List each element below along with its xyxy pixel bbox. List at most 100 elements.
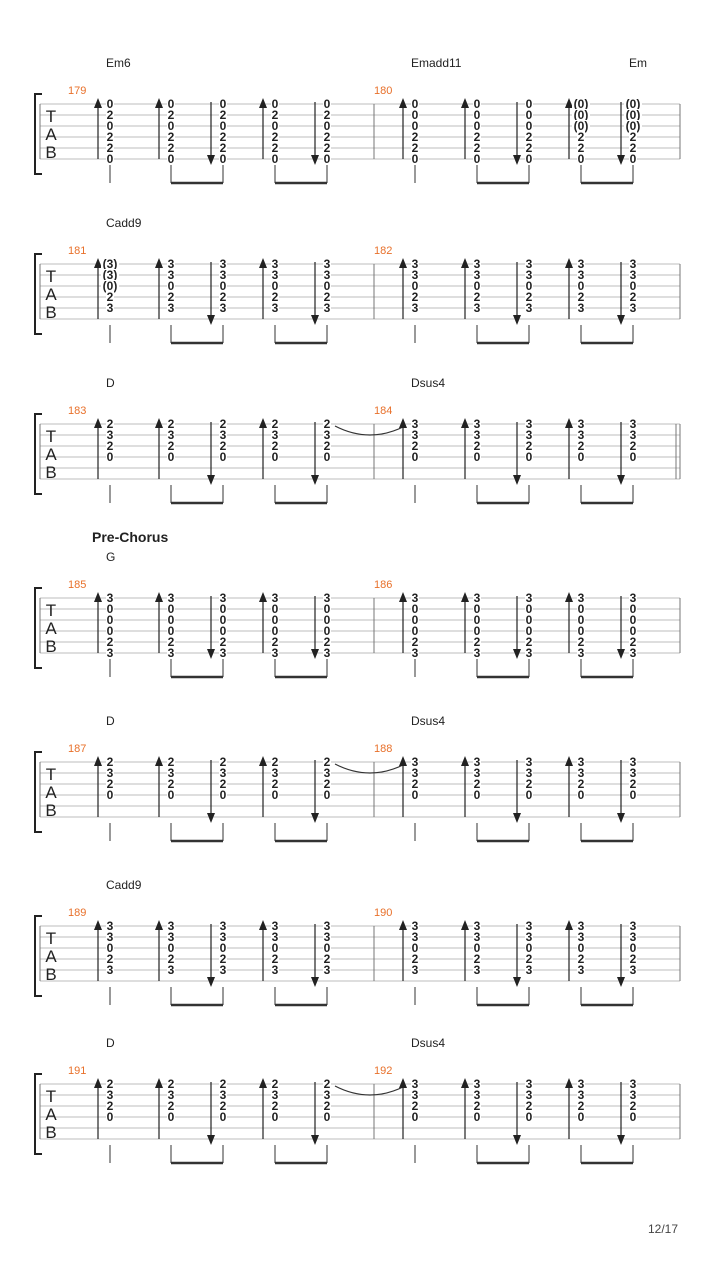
fret-background <box>219 98 227 109</box>
strum-down-arrowhead <box>617 649 625 659</box>
fret-background <box>106 451 114 462</box>
fret-background <box>411 258 419 269</box>
tab-clef-letter: A <box>45 619 57 638</box>
fret-background <box>167 131 175 142</box>
fret-background <box>167 636 175 647</box>
fret-number: 3 <box>412 1088 419 1102</box>
fret-background <box>525 269 533 280</box>
fret-number: 2 <box>630 777 637 791</box>
fret-background <box>219 131 227 142</box>
fret-number: 0 <box>474 119 481 133</box>
fret-number: 3 <box>474 919 481 933</box>
fret-number: 3 <box>272 301 279 315</box>
fret-background <box>629 767 637 778</box>
fret-number: 3 <box>526 755 533 769</box>
fret-background <box>219 1078 227 1089</box>
fret-number: 0 <box>412 450 419 464</box>
strum-up-arrowhead <box>259 756 267 766</box>
measure-number: 187 <box>68 743 86 755</box>
fret-background <box>271 418 279 429</box>
fret-background <box>473 931 481 942</box>
fret-number: 0 <box>412 613 419 627</box>
strum-down-arrowhead <box>311 475 319 485</box>
fret-number: 3 <box>578 1077 585 1091</box>
strum-up-arrowhead <box>399 98 407 108</box>
strum-down-arrowhead <box>207 315 215 325</box>
fret-number: 3 <box>630 755 637 769</box>
fret-number: 3 <box>168 646 175 660</box>
fret-background <box>219 603 227 614</box>
fret-background <box>219 418 227 429</box>
fret-background <box>323 440 331 451</box>
fret-background <box>525 636 533 647</box>
fret-number: 3 <box>220 257 227 271</box>
fret-background <box>101 258 119 269</box>
fret-background <box>323 647 331 658</box>
fret-background <box>473 302 481 313</box>
fret-background <box>577 931 585 942</box>
fret-number: 3 <box>168 301 175 315</box>
system-bracket <box>34 915 42 997</box>
fret-background <box>219 142 227 153</box>
fret-number: 0 <box>272 613 279 627</box>
chord-name: D <box>106 714 115 728</box>
fret-background <box>323 767 331 778</box>
system-bracket <box>34 253 42 335</box>
fret-number: 2 <box>107 108 114 122</box>
fret-background <box>411 603 419 614</box>
fret-background <box>411 302 419 313</box>
fret-background <box>629 942 637 953</box>
fret-background <box>577 418 585 429</box>
fret-number: 3 <box>630 428 637 442</box>
measure-number: 186 <box>374 579 392 591</box>
fret-number: 0 <box>526 97 533 111</box>
chord-name: Emadd11 <box>411 56 462 70</box>
strum-up-arrowhead <box>399 756 407 766</box>
fret-background <box>525 603 533 614</box>
fret-number: 3 <box>324 646 331 660</box>
strum-up-arrowhead <box>259 98 267 108</box>
fret-background <box>411 98 419 109</box>
fret-background <box>411 931 419 942</box>
fret-background <box>525 789 533 800</box>
fret-background <box>323 109 331 120</box>
fret-background <box>577 269 585 280</box>
system-bracket <box>34 587 42 669</box>
fret-background <box>525 153 533 164</box>
fret-number: 3 <box>272 919 279 933</box>
fret-number: 3 <box>412 963 419 977</box>
fret-number: 0 <box>324 613 331 627</box>
fret-background <box>167 418 175 429</box>
fret-number: 0 <box>220 624 227 638</box>
strum-up-arrowhead <box>565 418 573 428</box>
strum-up-arrowhead <box>399 592 407 602</box>
fret-background <box>525 109 533 120</box>
fret-background <box>106 98 114 109</box>
fret-background <box>411 153 419 164</box>
fret-number: 2 <box>412 1099 419 1113</box>
fret-background <box>219 614 227 625</box>
fret-number: 3 <box>474 417 481 431</box>
fret-background <box>525 291 533 302</box>
fret-number: 2 <box>272 755 279 769</box>
strum-down-arrowhead <box>617 813 625 823</box>
fret-number: 0 <box>578 1110 585 1124</box>
fret-background <box>323 258 331 269</box>
fret-number: 2 <box>272 777 279 791</box>
fret-background <box>411 778 419 789</box>
fret-background <box>525 440 533 451</box>
fret-number: 3 <box>578 301 585 315</box>
fret-background <box>473 592 481 603</box>
strum-up-arrowhead <box>259 418 267 428</box>
fret-background <box>629 280 637 291</box>
fret-number: 2 <box>272 108 279 122</box>
fret-number: 2 <box>168 417 175 431</box>
fret-number: 0 <box>412 108 419 122</box>
fret-background <box>106 942 114 953</box>
fret-number: 3 <box>107 919 114 933</box>
fret-number: 2 <box>412 777 419 791</box>
fret-background <box>473 756 481 767</box>
fret-number: 0 <box>474 624 481 638</box>
fret-background <box>271 98 279 109</box>
fret-number: 2 <box>474 130 481 144</box>
